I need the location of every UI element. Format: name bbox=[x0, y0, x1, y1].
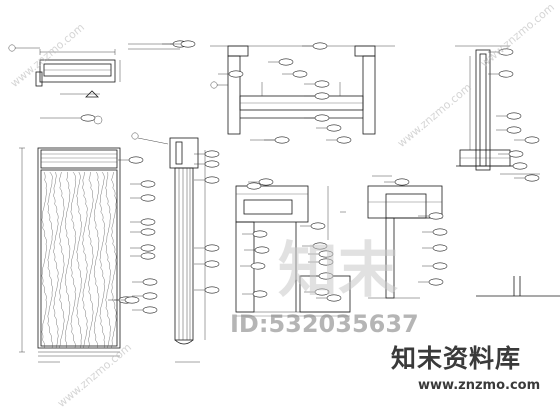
annotation-tag bbox=[314, 114, 330, 122]
threshold-section-detail bbox=[455, 45, 540, 175]
annotation-tag bbox=[336, 136, 352, 144]
annotation-tag bbox=[432, 262, 448, 270]
annotation-tag bbox=[180, 40, 196, 48]
watermark-url: www.znzmo.com bbox=[418, 378, 541, 393]
wood-grain-line bbox=[76, 171, 82, 349]
annotation-tag bbox=[274, 136, 290, 144]
annotation-tag bbox=[204, 260, 220, 268]
wood-grain-line bbox=[93, 171, 100, 349]
wood-grain-line bbox=[47, 171, 53, 349]
annotation-tag bbox=[204, 286, 220, 294]
annotation-tag bbox=[394, 178, 410, 186]
annotation-tag bbox=[524, 174, 540, 182]
baseboard-detail bbox=[476, 276, 560, 297]
wood-grain-line bbox=[53, 171, 59, 349]
annotation-tag bbox=[278, 58, 294, 66]
annotation-tag bbox=[80, 114, 96, 122]
annotation-tag bbox=[228, 70, 244, 78]
annotation-tag bbox=[142, 306, 158, 314]
annotation-tag bbox=[142, 292, 158, 300]
wood-grain-line bbox=[111, 171, 117, 349]
jamb-section-detail bbox=[210, 45, 395, 141]
door-elevation bbox=[19, 147, 121, 363]
watermark-brand: 知末资料库 bbox=[391, 344, 522, 373]
annotation-tag bbox=[254, 246, 270, 254]
annotation-tag bbox=[314, 80, 330, 88]
wood-grain-line bbox=[41, 171, 47, 349]
annotation-tags bbox=[70, 40, 540, 314]
annotation-tag bbox=[432, 228, 448, 236]
wood-grain-line bbox=[59, 171, 65, 349]
annotation-tag bbox=[252, 290, 268, 298]
annotation-tag bbox=[140, 228, 156, 236]
annotation-tag bbox=[140, 252, 156, 260]
annotation-tag bbox=[506, 112, 522, 120]
annotation-tag bbox=[512, 162, 528, 170]
annotation-tag bbox=[432, 244, 448, 252]
annotation-tag bbox=[140, 218, 156, 226]
annotation-tag bbox=[506, 126, 522, 134]
annotation-tag bbox=[142, 278, 158, 286]
annotation-tag bbox=[246, 182, 262, 190]
annotation-tag bbox=[140, 194, 156, 202]
wood-grain-line bbox=[82, 171, 88, 349]
head-frame-detail bbox=[367, 175, 443, 299]
annotation-tag bbox=[258, 178, 274, 186]
wood-grain-line bbox=[99, 171, 105, 349]
annotation-tag bbox=[252, 230, 268, 238]
annotation-tag bbox=[312, 42, 328, 50]
annotation-tag bbox=[314, 92, 330, 100]
annotation-tag bbox=[292, 70, 308, 78]
annotation-tag bbox=[524, 136, 540, 144]
annotation-tag bbox=[204, 244, 220, 252]
annotation-tag bbox=[204, 160, 220, 168]
annotation-tag bbox=[428, 212, 444, 220]
annotation-tag bbox=[140, 180, 156, 188]
watermark-id: ID:532035637 bbox=[230, 310, 419, 338]
annotation-tag bbox=[428, 278, 444, 286]
annotation-tag bbox=[140, 244, 156, 252]
annotation-tag bbox=[326, 124, 342, 132]
watermark-big-mark: 知末 bbox=[278, 236, 398, 306]
wood-grain-line bbox=[88, 171, 94, 349]
annotation-tag bbox=[508, 150, 524, 158]
annotation-tag bbox=[124, 296, 140, 304]
annotation-tag bbox=[498, 70, 514, 78]
wood-grain-line bbox=[64, 171, 71, 349]
annotation-tag bbox=[250, 262, 266, 270]
annotation-tag bbox=[128, 156, 144, 164]
door-section-vertical bbox=[131, 132, 206, 363]
wood-grain-line bbox=[70, 171, 76, 349]
wood-grain-line bbox=[105, 171, 111, 349]
annotation-tag bbox=[204, 176, 220, 184]
annotation-tag bbox=[204, 150, 220, 158]
